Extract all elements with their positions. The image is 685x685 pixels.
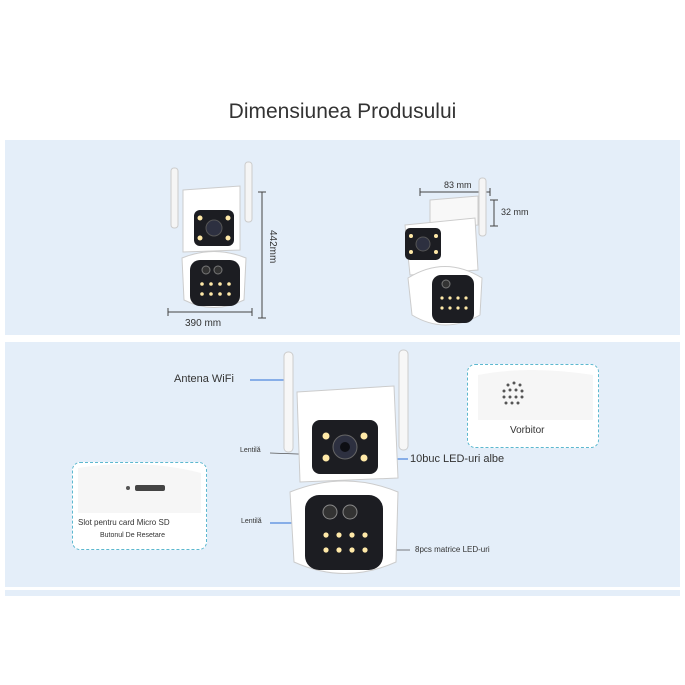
led-matrix-label: 8pcs matrice LED-uri (415, 545, 490, 554)
dimensions-panel (5, 140, 680, 335)
lens-top-label: Lentilă (240, 447, 261, 454)
sd-slot-label: Slot pentru card Micro SD (78, 518, 170, 527)
width-label: 390 mm (185, 318, 222, 329)
speaker-grille-icon (478, 370, 593, 420)
mount-label: 32 mm (501, 207, 529, 217)
sd-slot-detail: Slot pentru card Micro SD Butonul De Res… (72, 462, 207, 550)
antenna-label: Antena WiFi (174, 373, 234, 385)
led-white-label: 10buc LED-uri albe (410, 453, 505, 465)
sd-slot-icon (78, 464, 201, 513)
speaker-label: Vorbitor (510, 425, 545, 436)
reset-button-label: Butonul De Resetare (100, 532, 165, 539)
bottom-strip (5, 590, 680, 596)
lens-bottom-label: Lentilă (241, 518, 262, 525)
depth-label: 83 mm (444, 180, 472, 190)
speaker-detail: Vorbitor (467, 364, 599, 448)
page-title: Dimensiunea Produsului (228, 100, 457, 123)
